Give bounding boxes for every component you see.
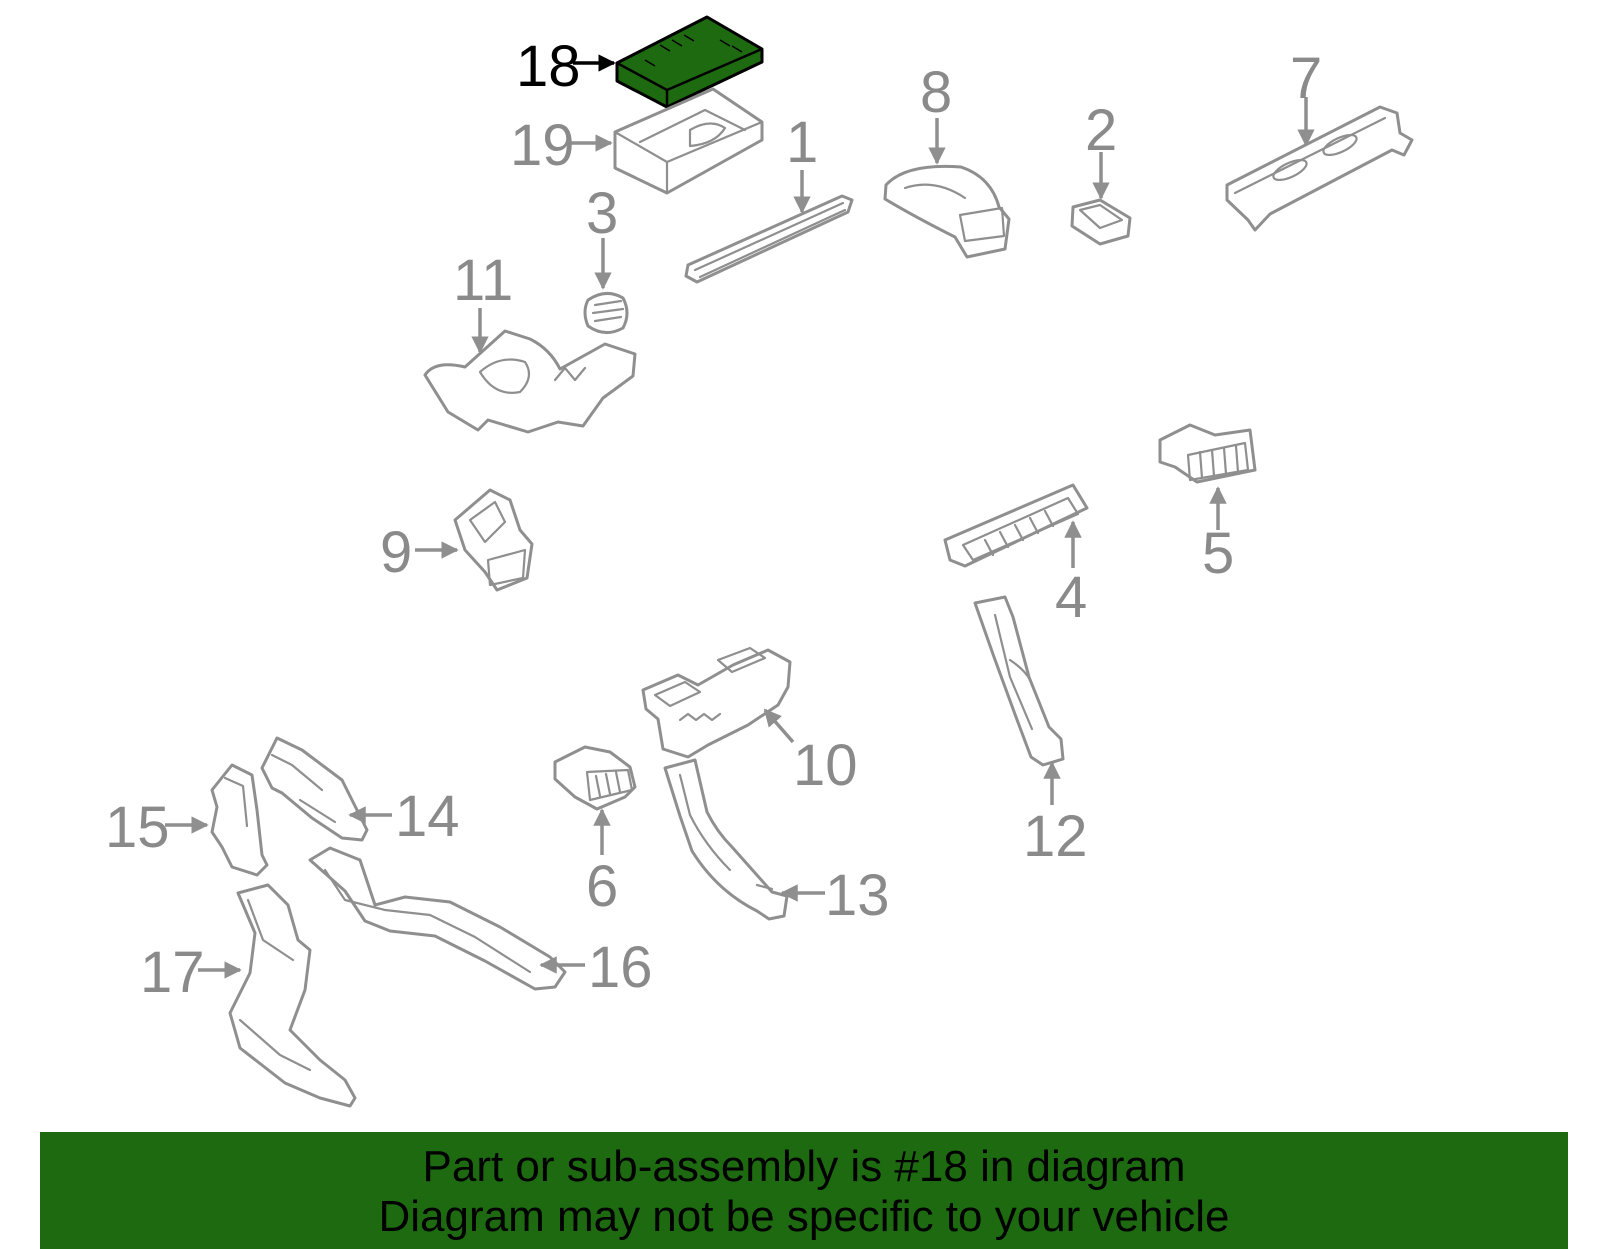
part-2-vent[interactable] — [1070, 198, 1132, 246]
callout-17[interactable]: 17 — [140, 940, 205, 1005]
part-13-floor-duct[interactable] — [663, 758, 789, 921]
callout-11[interactable]: 11 — [453, 248, 513, 313]
part-6-vent[interactable] — [553, 745, 637, 811]
part-16-long-floor-duct[interactable] — [308, 846, 567, 991]
callout-8[interactable]: 8 — [920, 60, 952, 125]
part-14-rear-duct[interactable] — [260, 736, 369, 842]
part-17-curved-floor-duct[interactable] — [228, 883, 357, 1108]
part-5-vent[interactable] — [1158, 423, 1257, 484]
callout-18[interactable]: 18 — [516, 34, 581, 99]
callout-10[interactable]: 10 — [793, 733, 858, 798]
part-19-filter-housing[interactable] — [613, 87, 764, 195]
callout-16[interactable]: 16 — [588, 935, 653, 1000]
callout-19[interactable]: 19 — [510, 113, 575, 178]
callout-5[interactable]: 5 — [1202, 521, 1234, 586]
callout-12[interactable]: 12 — [1023, 804, 1088, 869]
part-15-rear-duct[interactable] — [210, 763, 269, 877]
part-8-air-duct[interactable] — [883, 164, 1011, 259]
part-18-cabin-air-filter[interactable] — [615, 15, 764, 109]
part-4-long-vent[interactable] — [943, 483, 1089, 568]
part-3-round-vent[interactable] — [583, 292, 629, 334]
part-7-vent-panel[interactable] — [1225, 105, 1414, 232]
part-12-vertical-duct[interactable] — [973, 595, 1065, 767]
callout-9[interactable]: 9 — [380, 520, 412, 585]
callout-4[interactable]: 4 — [1055, 565, 1087, 630]
callout-7[interactable]: 7 — [1290, 46, 1322, 111]
part-1-defroster-grille[interactable] — [684, 194, 854, 284]
callout-3[interactable]: 3 — [586, 181, 618, 246]
callout-14[interactable]: 14 — [395, 784, 460, 849]
leader-10 — [763, 708, 795, 744]
callout-6[interactable]: 6 — [586, 854, 618, 919]
callout-15[interactable]: 15 — [105, 795, 170, 860]
callout-2[interactable]: 2 — [1085, 98, 1117, 163]
banner-line-1: Part or sub-assembly is #18 in diagram — [422, 1142, 1186, 1191]
part-9-side-vent[interactable] — [453, 488, 534, 592]
banner-line-2: Diagram may not be specific to your vehi… — [378, 1192, 1230, 1241]
callout-1[interactable]: 1 — [786, 110, 818, 175]
part-10-center-outlet-duct[interactable] — [641, 646, 792, 759]
info-banner: Part or sub-assembly is #18 in diagram D… — [40, 1132, 1568, 1249]
callout-13[interactable]: 13 — [825, 863, 890, 928]
part-11-center-duct[interactable] — [423, 329, 637, 434]
